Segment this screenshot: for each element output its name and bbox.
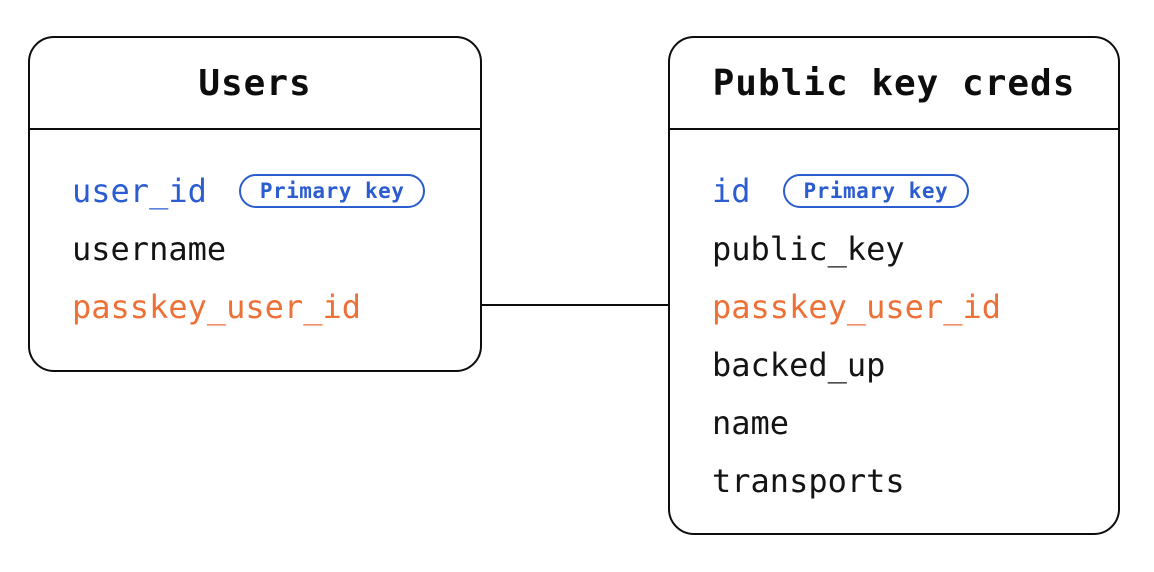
field-row-passkey-user-id: passkey_user_id <box>712 278 1118 336</box>
relationship-line <box>478 304 672 306</box>
field-row-public-key: public_key <box>712 220 1118 278</box>
field-name-transports: transports <box>712 462 905 500</box>
field-name-user-id: user_id <box>72 172 207 210</box>
field-name-username: username <box>72 230 227 268</box>
field-name-passkey-user-id: passkey_user_id <box>712 288 1001 326</box>
field-name-public-key: public_key <box>712 230 905 268</box>
primary-key-badge: Primary key <box>782 174 970 208</box>
field-name-backed-up: backed_up <box>712 346 886 384</box>
field-row-transports: transports <box>712 452 1118 510</box>
table-public-key-creds: Public key creds id Primary key public_k… <box>668 36 1120 535</box>
field-row-backed-up: backed_up <box>712 336 1118 394</box>
field-row-passkey-user-id: passkey_user_id <box>72 278 480 336</box>
field-name-name: name <box>712 404 790 442</box>
table-users: Users user_id Primary key username passk… <box>28 36 482 372</box>
field-row-user-id: user_id Primary key <box>72 162 480 220</box>
field-name-passkey-user-id: passkey_user_id <box>72 288 361 326</box>
table-users-fields: user_id Primary key username passkey_use… <box>30 130 480 336</box>
table-users-title: Users <box>30 38 480 130</box>
table-public-key-creds-title: Public key creds <box>670 38 1118 130</box>
primary-key-badge: Primary key <box>238 174 426 208</box>
field-row-id: id Primary key <box>712 162 1118 220</box>
field-row-username: username <box>72 220 480 278</box>
field-row-name: name <box>712 394 1118 452</box>
table-public-key-creds-fields: id Primary key public_key passkey_user_i… <box>670 130 1118 510</box>
field-name-id: id <box>712 172 751 210</box>
